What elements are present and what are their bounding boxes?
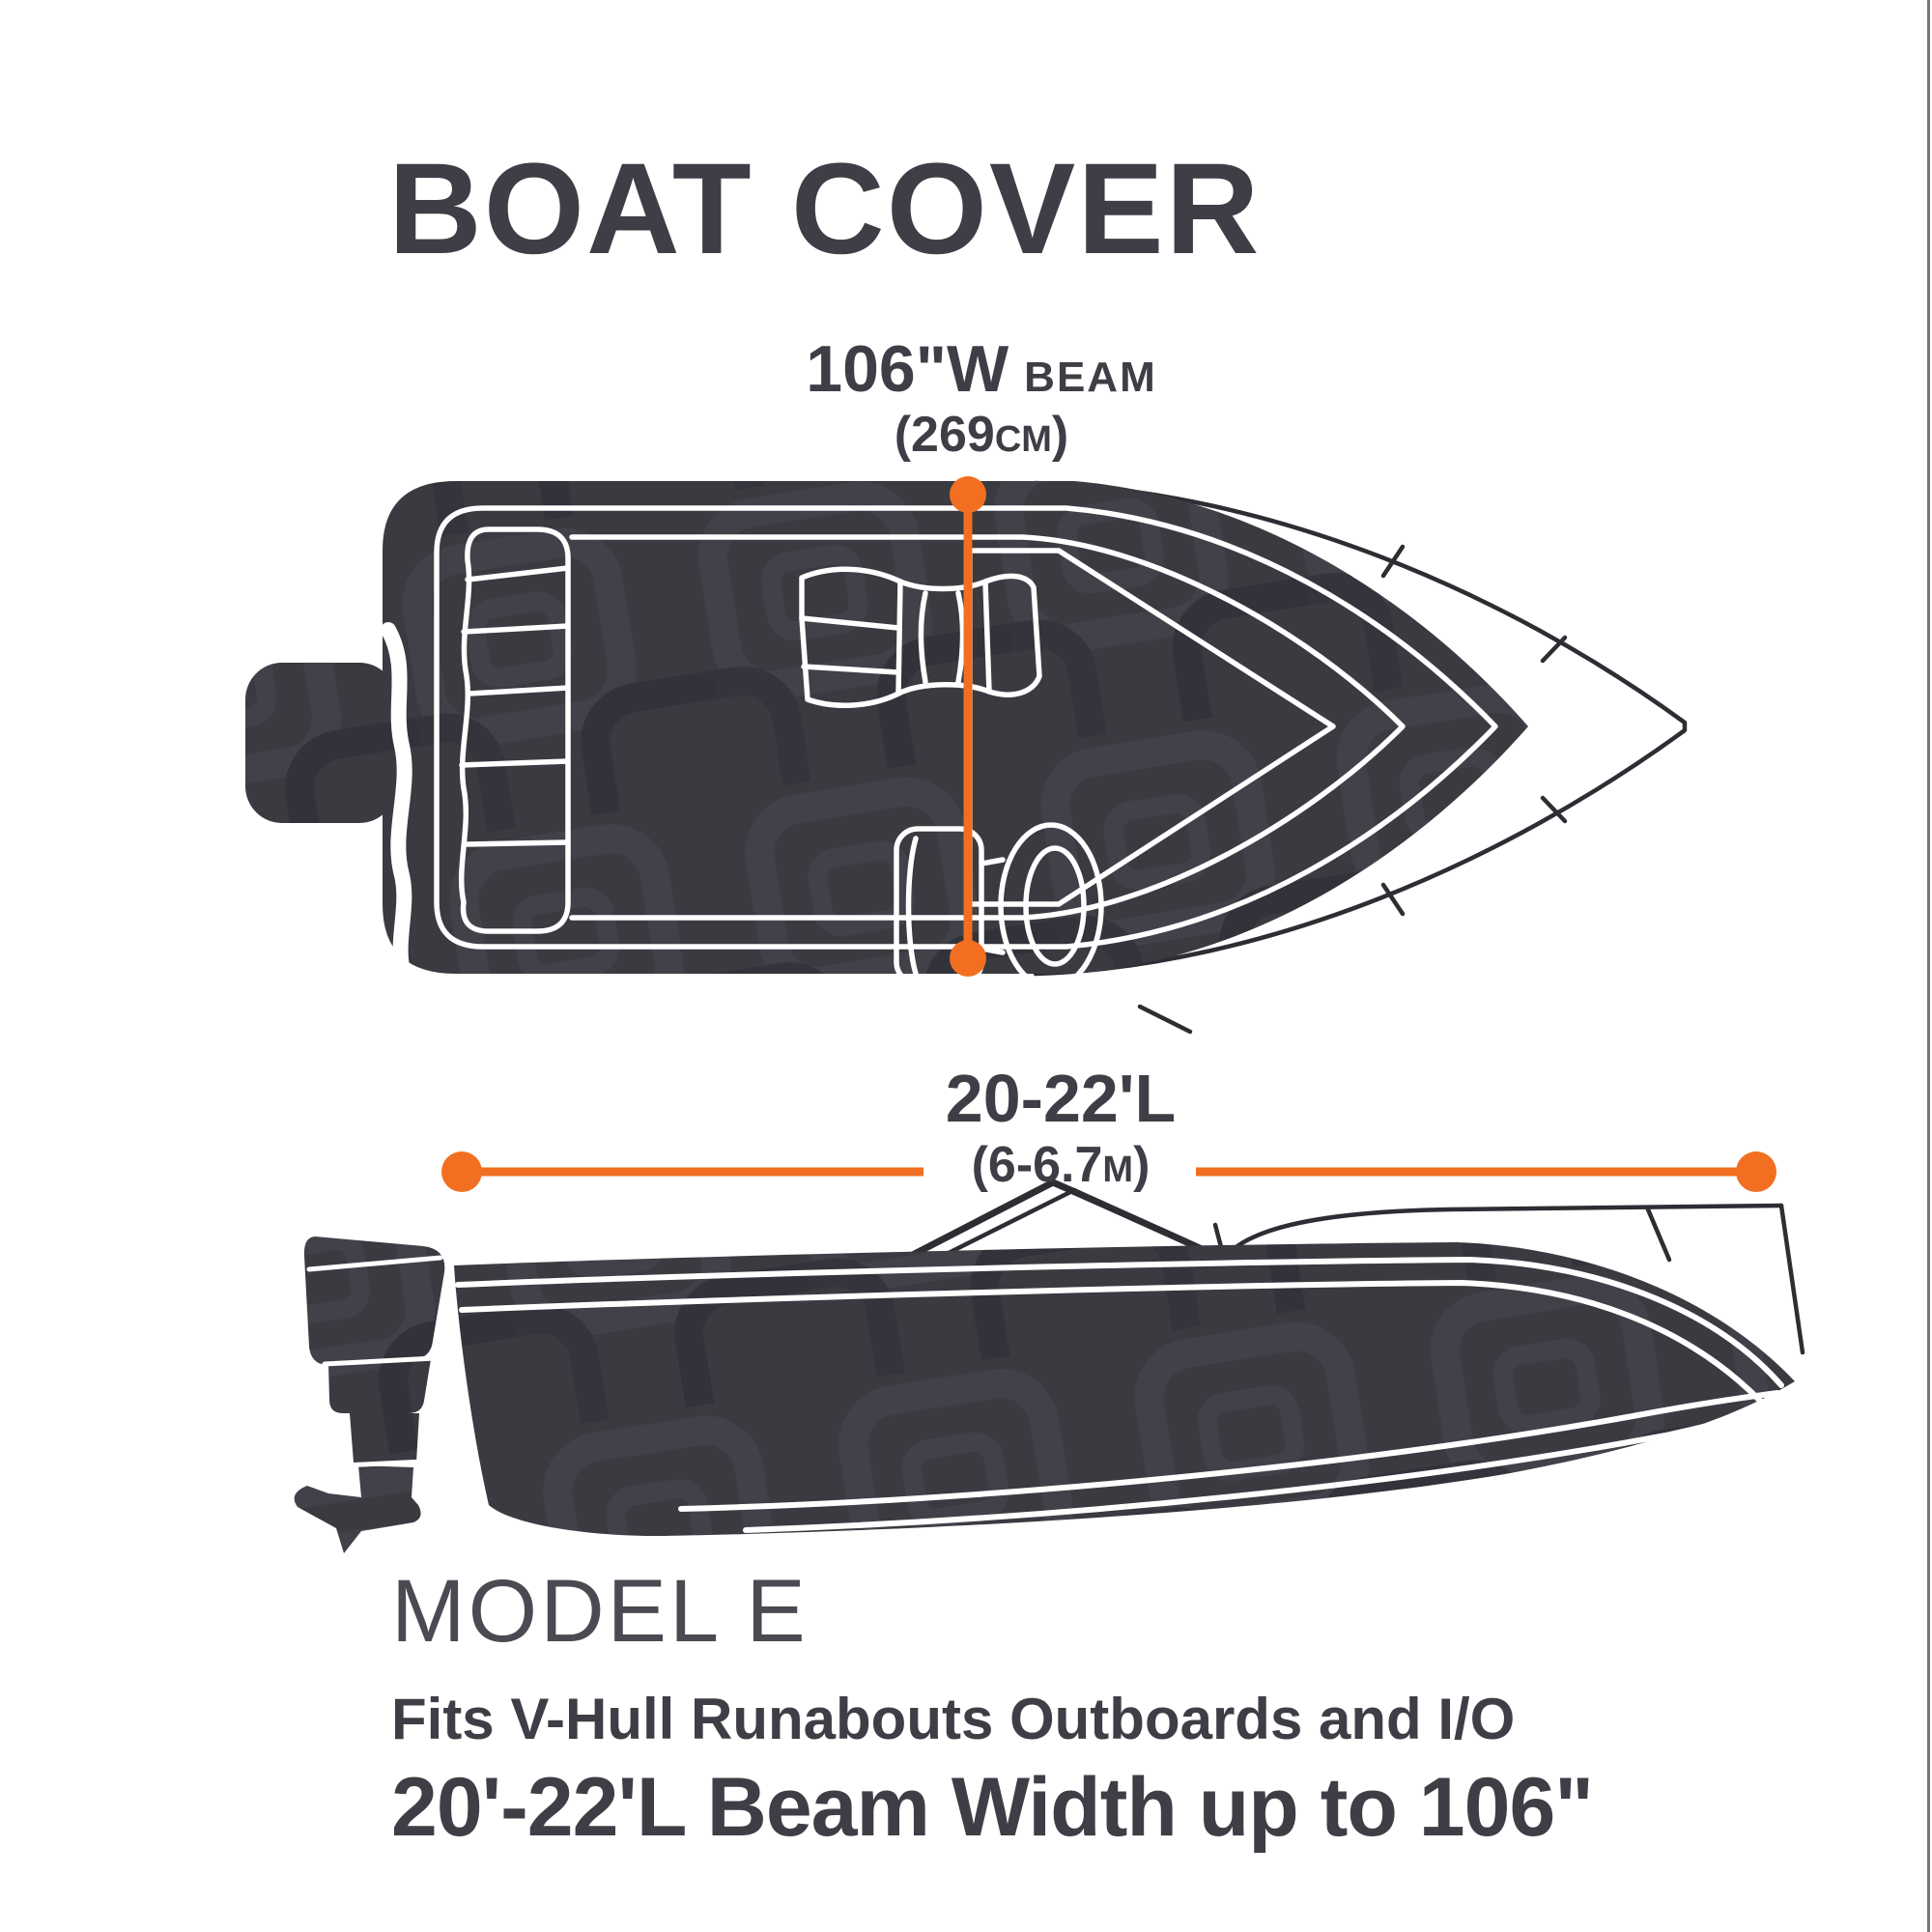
top-view-cockpit-outline: [569, 534, 1406, 921]
top-view-stern-seam: [381, 622, 412, 983]
top-view-motor-cover: [245, 663, 396, 823]
fits-description: Fits V-Hull Runabouts Outboards and I/O: [391, 1687, 1516, 1751]
length-measurement-label: 20-22'L (6-6.7M): [946, 1065, 1176, 1190]
length-imperial-value: 20-22'L: [945, 1061, 1177, 1136]
beam-imperial-value: 106"W: [806, 332, 1009, 406]
beam-metric-unit: CM: [994, 419, 1052, 460]
beam-dot-top: [950, 476, 986, 513]
beam-metric-close: ): [1051, 407, 1069, 463]
beam-measurement-line: [950, 476, 986, 977]
page-title: BOAT COVER: [388, 137, 1262, 281]
side-view-outboard-motor: [294, 1236, 445, 1553]
side-view-boat-diagram: [294, 1151, 1805, 1553]
footer-text-block: MODEL E Fits V-Hull Runabouts Outboards …: [391, 1562, 1594, 1854]
top-view-stern-bench-seat: [459, 526, 571, 934]
top-view-cover-inner-outline: [434, 505, 1498, 950]
side-view-hull-stripes: [455, 1257, 1788, 1533]
length-dot-left: [441, 1151, 482, 1192]
beam-metric-line: (269CM): [806, 410, 1156, 460]
size-description: 20'-22'L Beam Width up to 106": [391, 1761, 1594, 1854]
length-dot-right: [1736, 1151, 1776, 1192]
model-name: MODEL E: [391, 1562, 809, 1661]
side-view-bow-rail: [1222, 1203, 1805, 1355]
beam-unit-label: BEAM: [1024, 354, 1157, 401]
image-right-edge-line: [1927, 0, 1930, 1932]
length-metric-close: ): [1133, 1137, 1151, 1193]
length-metric-unit: M: [1102, 1150, 1134, 1190]
top-view-lower-seat: [894, 822, 1104, 990]
top-view-boat-diagram: [245, 476, 1688, 1035]
beam-dot-bottom: [950, 940, 986, 977]
length-metric-value: (6-6.7: [971, 1137, 1103, 1193]
length-metric-line: (6-6.7M): [946, 1140, 1176, 1190]
top-view-upper-seat: [799, 566, 1042, 708]
top-view-hull-outline: [1033, 480, 1688, 977]
top-view-hull-tick-marks: [1137, 544, 1568, 1035]
beam-metric-value: (269: [894, 407, 995, 463]
side-view-hull: [454, 1242, 1795, 1537]
length-measurement-line: [441, 1151, 1776, 1192]
top-view-cover: [383, 481, 1528, 974]
